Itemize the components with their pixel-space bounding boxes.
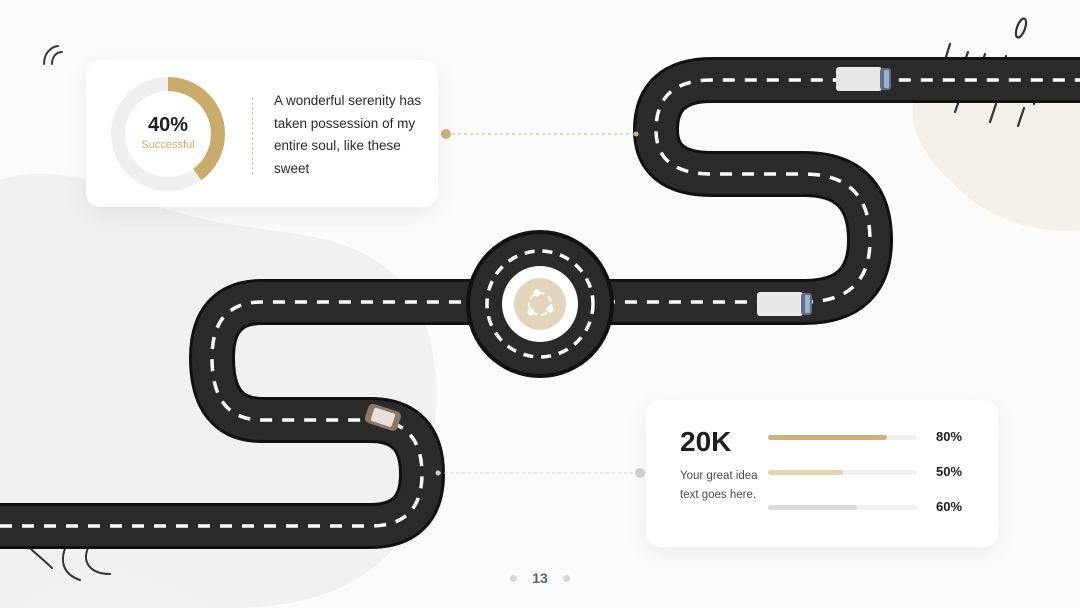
pager-prev-dot[interactable] bbox=[510, 575, 517, 582]
progress-bar-label: 60% bbox=[936, 499, 963, 514]
progress-bar-row: 50% bbox=[768, 464, 978, 480]
decorative-strokes-icon bbox=[29, 545, 111, 581]
connector-left bbox=[441, 129, 639, 139]
progress-ring: 40% Successful bbox=[110, 76, 226, 192]
progress-card: 40% Successful A wonderful serenity has … bbox=[86, 60, 438, 207]
connector-right bbox=[435, 468, 645, 478]
stat-headline: 20K bbox=[680, 426, 732, 457]
progress-bar-fill bbox=[768, 505, 858, 510]
road bbox=[0, 57, 1080, 549]
pager-next-dot[interactable] bbox=[563, 575, 570, 582]
card-description: A wonderful serenity has taken possessio… bbox=[274, 93, 422, 176]
background-blob-beige bbox=[912, 61, 1080, 231]
network-share-icon bbox=[527, 289, 554, 316]
progress-label: Successful bbox=[141, 139, 195, 151]
progress-value: 40% bbox=[147, 114, 189, 136]
progress-bar-label: 80% bbox=[936, 429, 963, 444]
progress-bar-label: 50% bbox=[936, 464, 963, 479]
page-number: 13 bbox=[532, 570, 548, 586]
roundabout bbox=[466, 230, 614, 378]
progress-ring-arc bbox=[111, 77, 225, 191]
truck-top bbox=[836, 67, 891, 91]
decorative-squiggle-icon bbox=[43, 45, 63, 65]
truck-middle bbox=[757, 292, 812, 316]
progress-bar-fill bbox=[768, 470, 843, 475]
lane-markings bbox=[0, 78, 1080, 528]
progress-bar-row: 60% bbox=[768, 499, 978, 515]
card-divider bbox=[252, 97, 253, 175]
stats-card: 20K Your great idea text goes here. 80% … bbox=[646, 400, 998, 547]
stat-description: Your great idea text goes here. bbox=[680, 470, 758, 501]
background-blob-bottom bbox=[20, 573, 210, 608]
slide-pager: 13 bbox=[508, 568, 572, 590]
progress-bar-fill bbox=[768, 435, 888, 440]
car-bottom bbox=[364, 403, 401, 431]
progress-bar-row: 80% bbox=[768, 429, 978, 445]
